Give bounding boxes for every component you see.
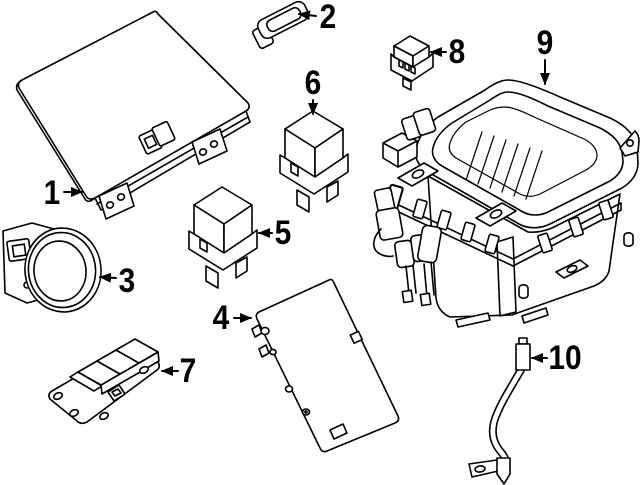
part-10-cable-drawing — [468, 337, 531, 485]
callout-label-8[interactable]: 8 — [448, 33, 466, 71]
callout-2-arrow — [298, 10, 317, 21]
part-1-cover-panel-drawing — [15, 10, 251, 220]
callout-label-3[interactable]: 3 — [118, 262, 136, 300]
part-4-control-module-drawing — [251, 278, 400, 453]
part-2-retainer-clip-drawing — [252, 0, 310, 50]
callout-label-2[interactable]: 2 — [319, 0, 337, 36]
part-8-micro-relay-drawing — [390, 35, 434, 91]
callout-label-9[interactable]: 9 — [536, 24, 554, 62]
callout-label-4[interactable]: 4 — [212, 299, 230, 337]
callout-label-1[interactable]: 1 — [43, 174, 61, 212]
part-6-relay-drawing — [279, 110, 349, 213]
callout-arrows — [63, 10, 550, 376]
part-9-junction-box-drawing — [372, 79, 640, 328]
callout-3-arrow — [99, 272, 117, 283]
part-5-relay-drawing — [188, 186, 258, 289]
callout-label-6[interactable]: 6 — [304, 64, 322, 102]
part-7-switch-panel-drawing — [48, 338, 161, 425]
callout-label-5[interactable]: 5 — [274, 214, 292, 252]
callout-label-7[interactable]: 7 — [179, 352, 197, 390]
callout-label-10[interactable]: 10 — [548, 339, 582, 377]
part-3-round-switch-drawing — [2, 222, 102, 313]
